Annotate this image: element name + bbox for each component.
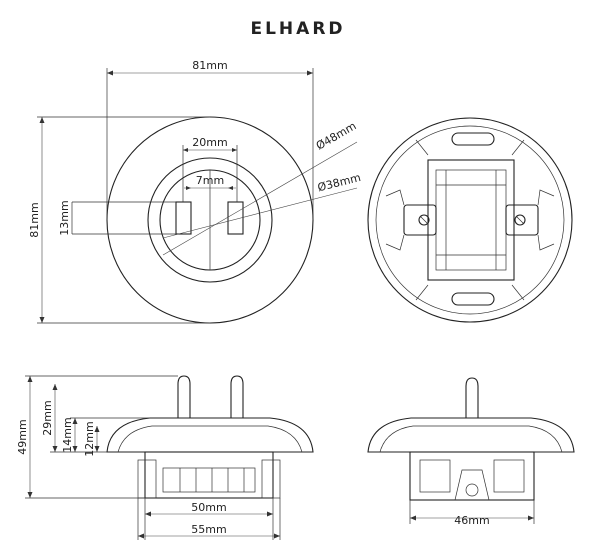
pin-right-view: [465, 377, 479, 418]
base-block: [144, 451, 274, 499]
mount-slot-top: [451, 132, 495, 146]
body-width-label: 46mm: [454, 514, 489, 527]
body-outer-circle: [367, 117, 573, 323]
inner-ring-48: [147, 157, 273, 283]
bottom-view: [367, 117, 573, 323]
clip-right: [537, 189, 555, 251]
center-clamp: [454, 469, 490, 501]
brand-logo: ELHARD: [250, 19, 345, 39]
side-view-right: [367, 377, 575, 524]
slot-height-label: 13mm: [58, 200, 71, 235]
base-height-label: 12mm: [83, 421, 96, 456]
pin-slot-right: [227, 201, 244, 235]
top-width-label: 81mm: [192, 59, 227, 72]
clip-left: [385, 189, 405, 251]
side-terminal-right: [261, 459, 281, 499]
pin-right: [230, 375, 244, 418]
total-height-label: 49mm: [16, 419, 29, 454]
mechanism-frame: [427, 159, 515, 281]
mount-slot-bottom: [451, 292, 495, 306]
slot-spacing-label: 7mm: [196, 174, 224, 187]
cover-right-view: [367, 417, 575, 453]
terminal-left: [403, 204, 437, 236]
body-inner-circle: [375, 125, 565, 315]
leader-38: [162, 187, 358, 239]
side-view: [25, 375, 314, 540]
screw-right: [514, 214, 526, 226]
outer-diameter-label: Ø48mm: [314, 119, 359, 152]
leader-48: [162, 141, 358, 256]
screw-left: [418, 214, 430, 226]
inner-diameter-label: Ø38mm: [316, 171, 362, 194]
cover-height-label: 14mm: [61, 417, 74, 452]
base-width-label: 50mm: [191, 501, 226, 514]
outer-width-label: 55mm: [191, 523, 226, 536]
pin-height-label: 29mm: [41, 400, 54, 435]
inner-width-label: 20mm: [192, 136, 227, 149]
cover: [106, 417, 314, 453]
pin-left: [177, 375, 191, 418]
pin-slot-left: [175, 201, 192, 235]
top-height-label: 81mm: [28, 202, 41, 237]
body-right-view: [409, 451, 535, 501]
top-view: [37, 68, 358, 324]
terminal-right: [505, 204, 539, 236]
side-terminal-left: [137, 459, 157, 499]
